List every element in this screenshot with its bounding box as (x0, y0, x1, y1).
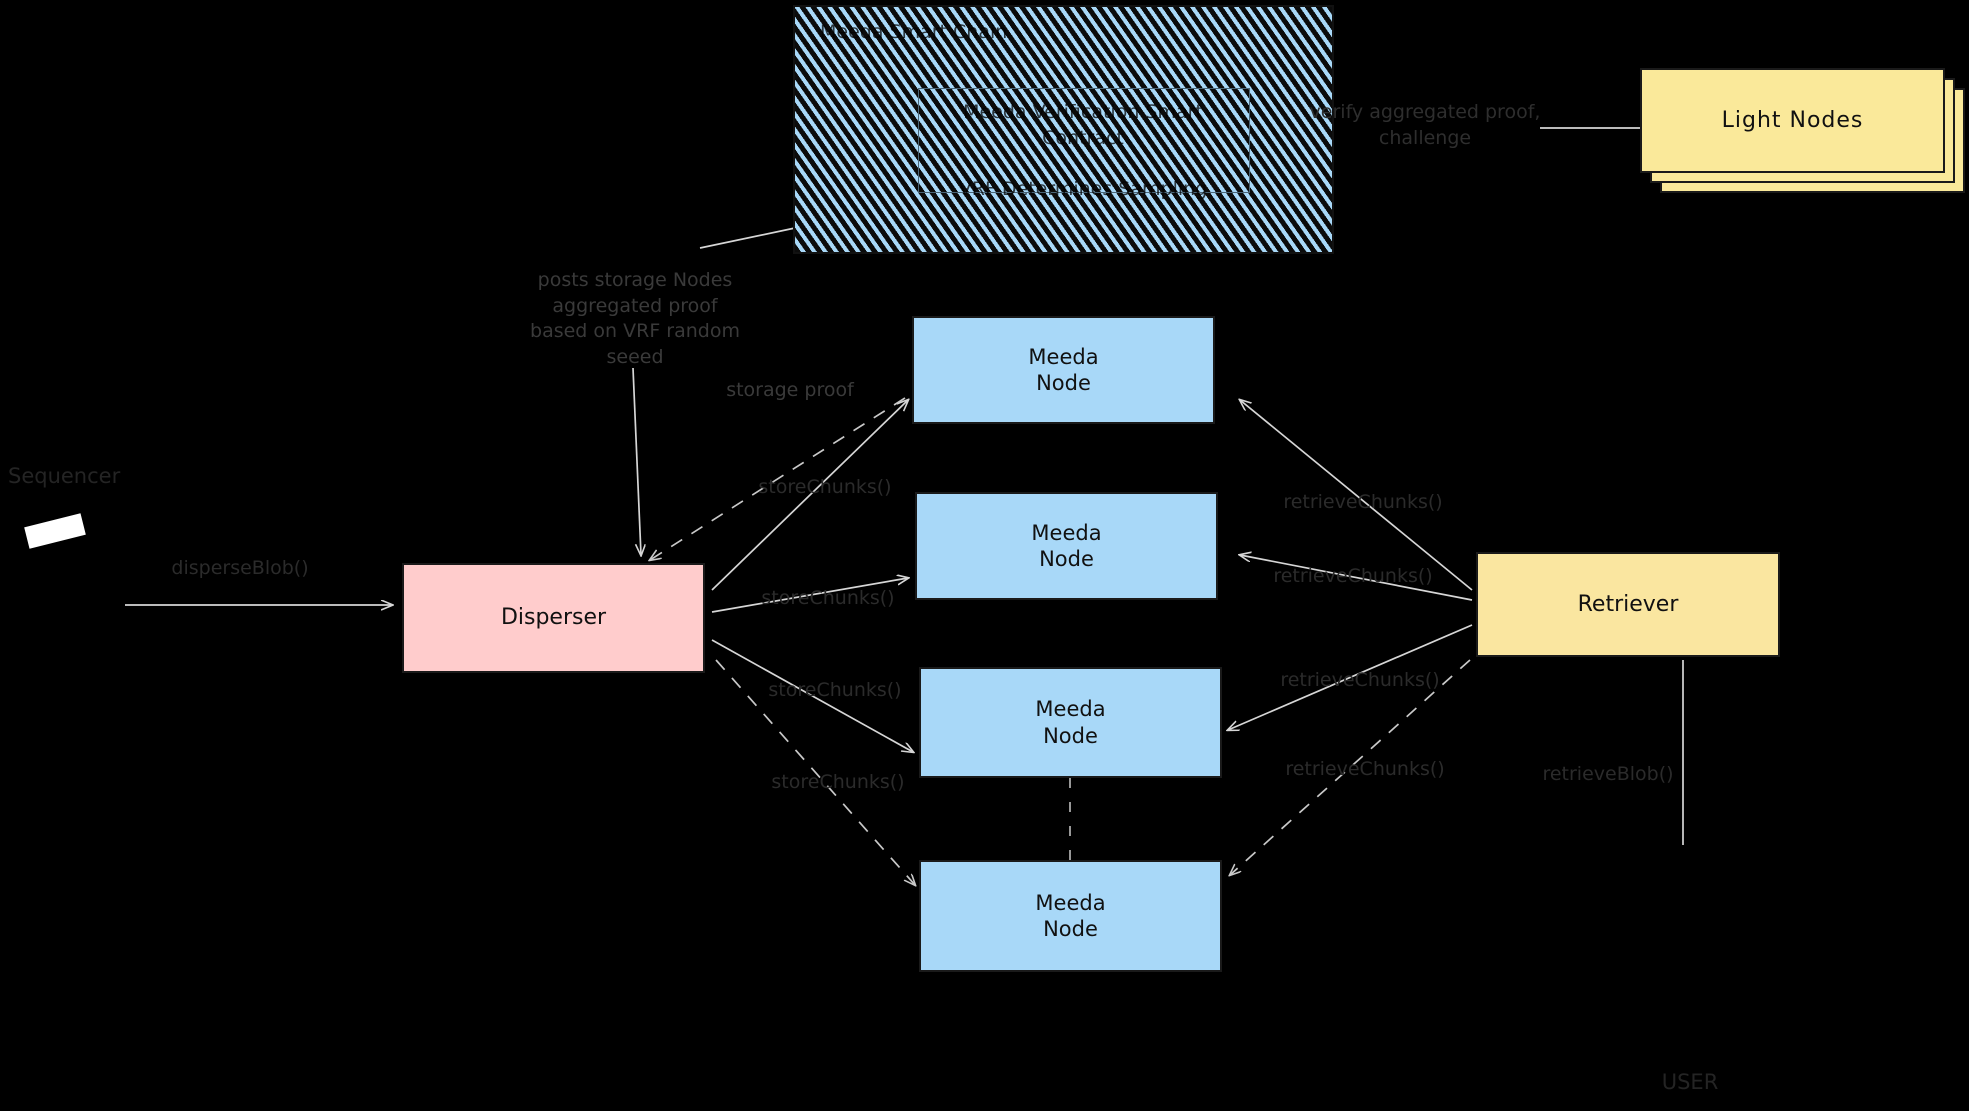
retriever-box[interactable]: Retriever (1476, 552, 1780, 657)
edge-label-store-chunks-3: storeChunks() (768, 679, 902, 701)
edge-label-storage-proof: storage proof (726, 379, 854, 401)
edge-posts-proof (632, 367, 641, 555)
meeda-node-2[interactable]: Meeda Node (915, 492, 1218, 600)
meeda-node-1-label: Meeda Node (1028, 344, 1099, 395)
meeda-node-1[interactable]: Meeda Node (912, 316, 1215, 424)
edge-label-retrieve-blob: retrieveBlob() (1542, 763, 1674, 785)
edge-label-verify-proof: verify aggregated proof, challenge (1309, 101, 1541, 149)
meeda-verification-contract-label: Meeda Verification Smart Contract VRF De… (958, 101, 1208, 200)
meeda-node-3-label: Meeda Node (1035, 697, 1106, 748)
edge-label-posts-proof: posts storage Nodes aggregated proof bas… (530, 269, 740, 368)
edge-label-store-chunks-4: storeChunks() (771, 771, 905, 793)
edge-label-retrieve-chunks-3: retrieveChunks() (1280, 669, 1440, 691)
edge-label-retrieve-chunks-2: retrieveChunks() (1273, 565, 1433, 587)
meeda-node-4[interactable]: Meeda Node (919, 860, 1222, 972)
disperser-label: Disperser (500, 605, 607, 631)
edge-chain-tail (699, 227, 796, 249)
edge-label-retrieve-chunks-4: retrieveChunks() (1285, 758, 1445, 780)
edge-label-disperse-blob: disperseBlob() (171, 557, 309, 579)
edge-label-store-chunks-2: storeChunks() (761, 587, 895, 609)
meeda-node-4-label: Meeda Node (1035, 890, 1106, 941)
edge-label-store-chunks-1: storeChunks() (758, 476, 892, 498)
sequencer-label: Sequencer (8, 464, 121, 488)
edge-label-retrieve-chunks-1: retrieveChunks() (1283, 491, 1443, 513)
disperser-box[interactable]: Disperser (402, 563, 705, 673)
meeda-smart-chain-label: Meeda Smart Chain (820, 21, 1008, 43)
light-nodes-box[interactable]: Light Nodes (1640, 68, 1945, 173)
meeda-verification-contract-box[interactable] (918, 88, 1250, 193)
light-nodes-label: Light Nodes (1721, 107, 1864, 133)
meeda-node-2-label: Meeda Node (1031, 520, 1102, 571)
user-label: USER (1661, 1070, 1719, 1094)
retriever-label: Retriever (1577, 591, 1679, 617)
sequencer-mark (24, 513, 86, 549)
meeda-node-3[interactable]: Meeda Node (919, 667, 1222, 778)
